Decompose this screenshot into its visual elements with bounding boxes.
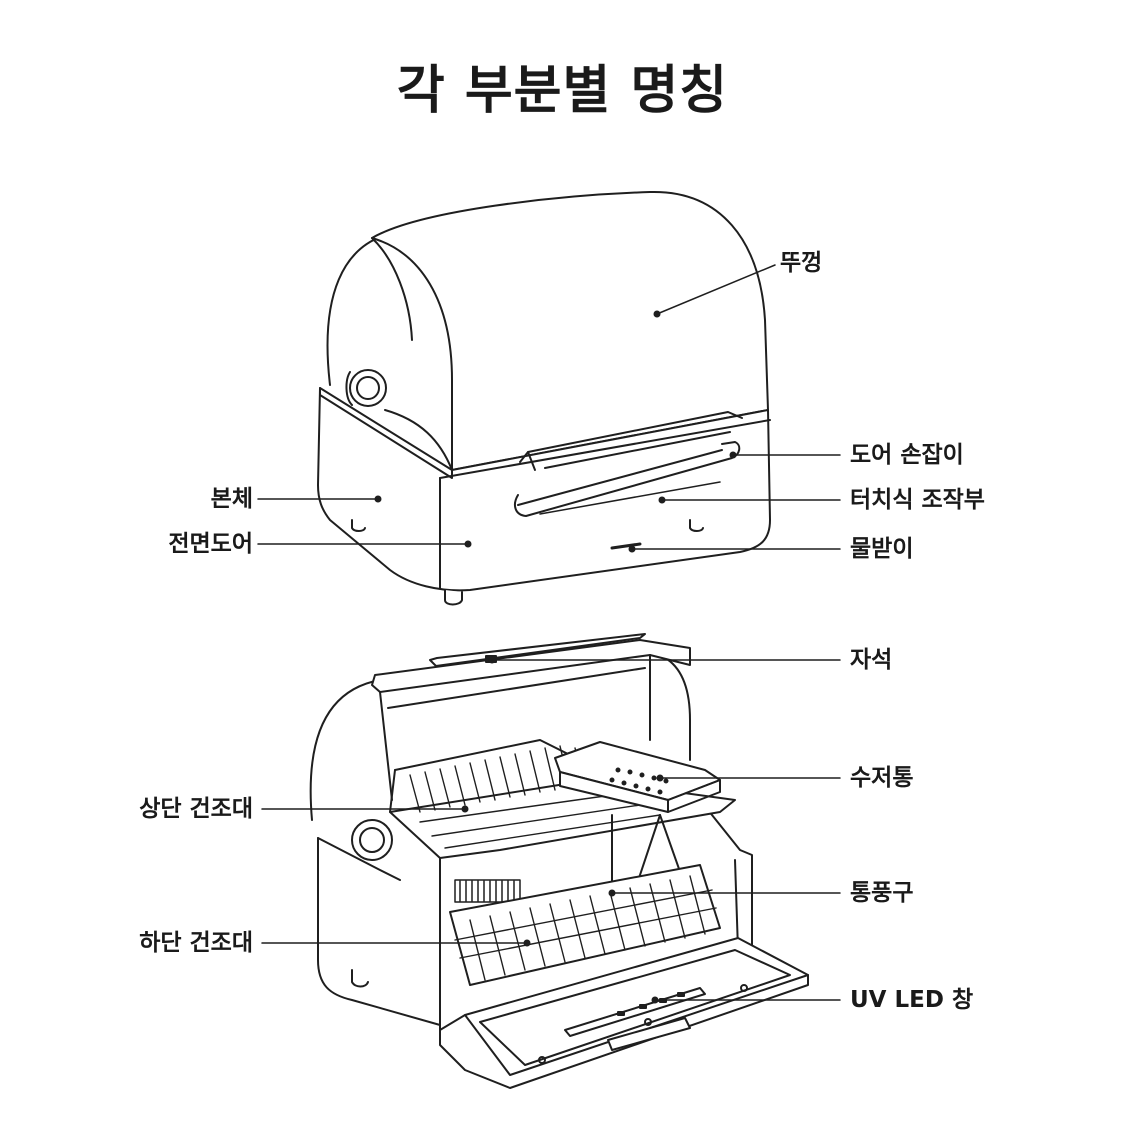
label-lid: 뚜껑 [780,250,823,276]
upper-rack-tines [409,745,661,849]
label-magnet: 자석 [850,647,893,673]
label-upper-rack: 상단 건조대 [139,796,253,822]
closed-dryer-illustration [317,190,771,606]
open-dryer-illustration [309,633,809,1089]
cutlery-holder [554,741,721,813]
label-front-door: 전면도어 [168,531,253,557]
label-body: 본체 [210,486,253,512]
label-vent: 통풍구 [850,880,914,906]
label-touch-panel: 터치식 조작부 [850,487,985,513]
page-title: 각 부분별 명칭 [396,61,729,121]
label-drip-tray: 물받이 [850,536,914,562]
closed-view-callouts [257,264,841,553]
hinge-knob-icon [345,369,387,407]
label-door-handle: 도어 손잡이 [850,442,964,468]
label-uv-led-window: UV LED 창 [850,987,974,1013]
lower-rack-tines [454,875,717,981]
open-hinge-knob-icon [351,819,393,861]
label-lower-rack: 하단 건조대 [139,930,253,956]
vent-grille-icon [454,879,521,903]
label-cutlery-holder: 수저통 [850,765,914,791]
open-view-callouts [261,656,841,1004]
